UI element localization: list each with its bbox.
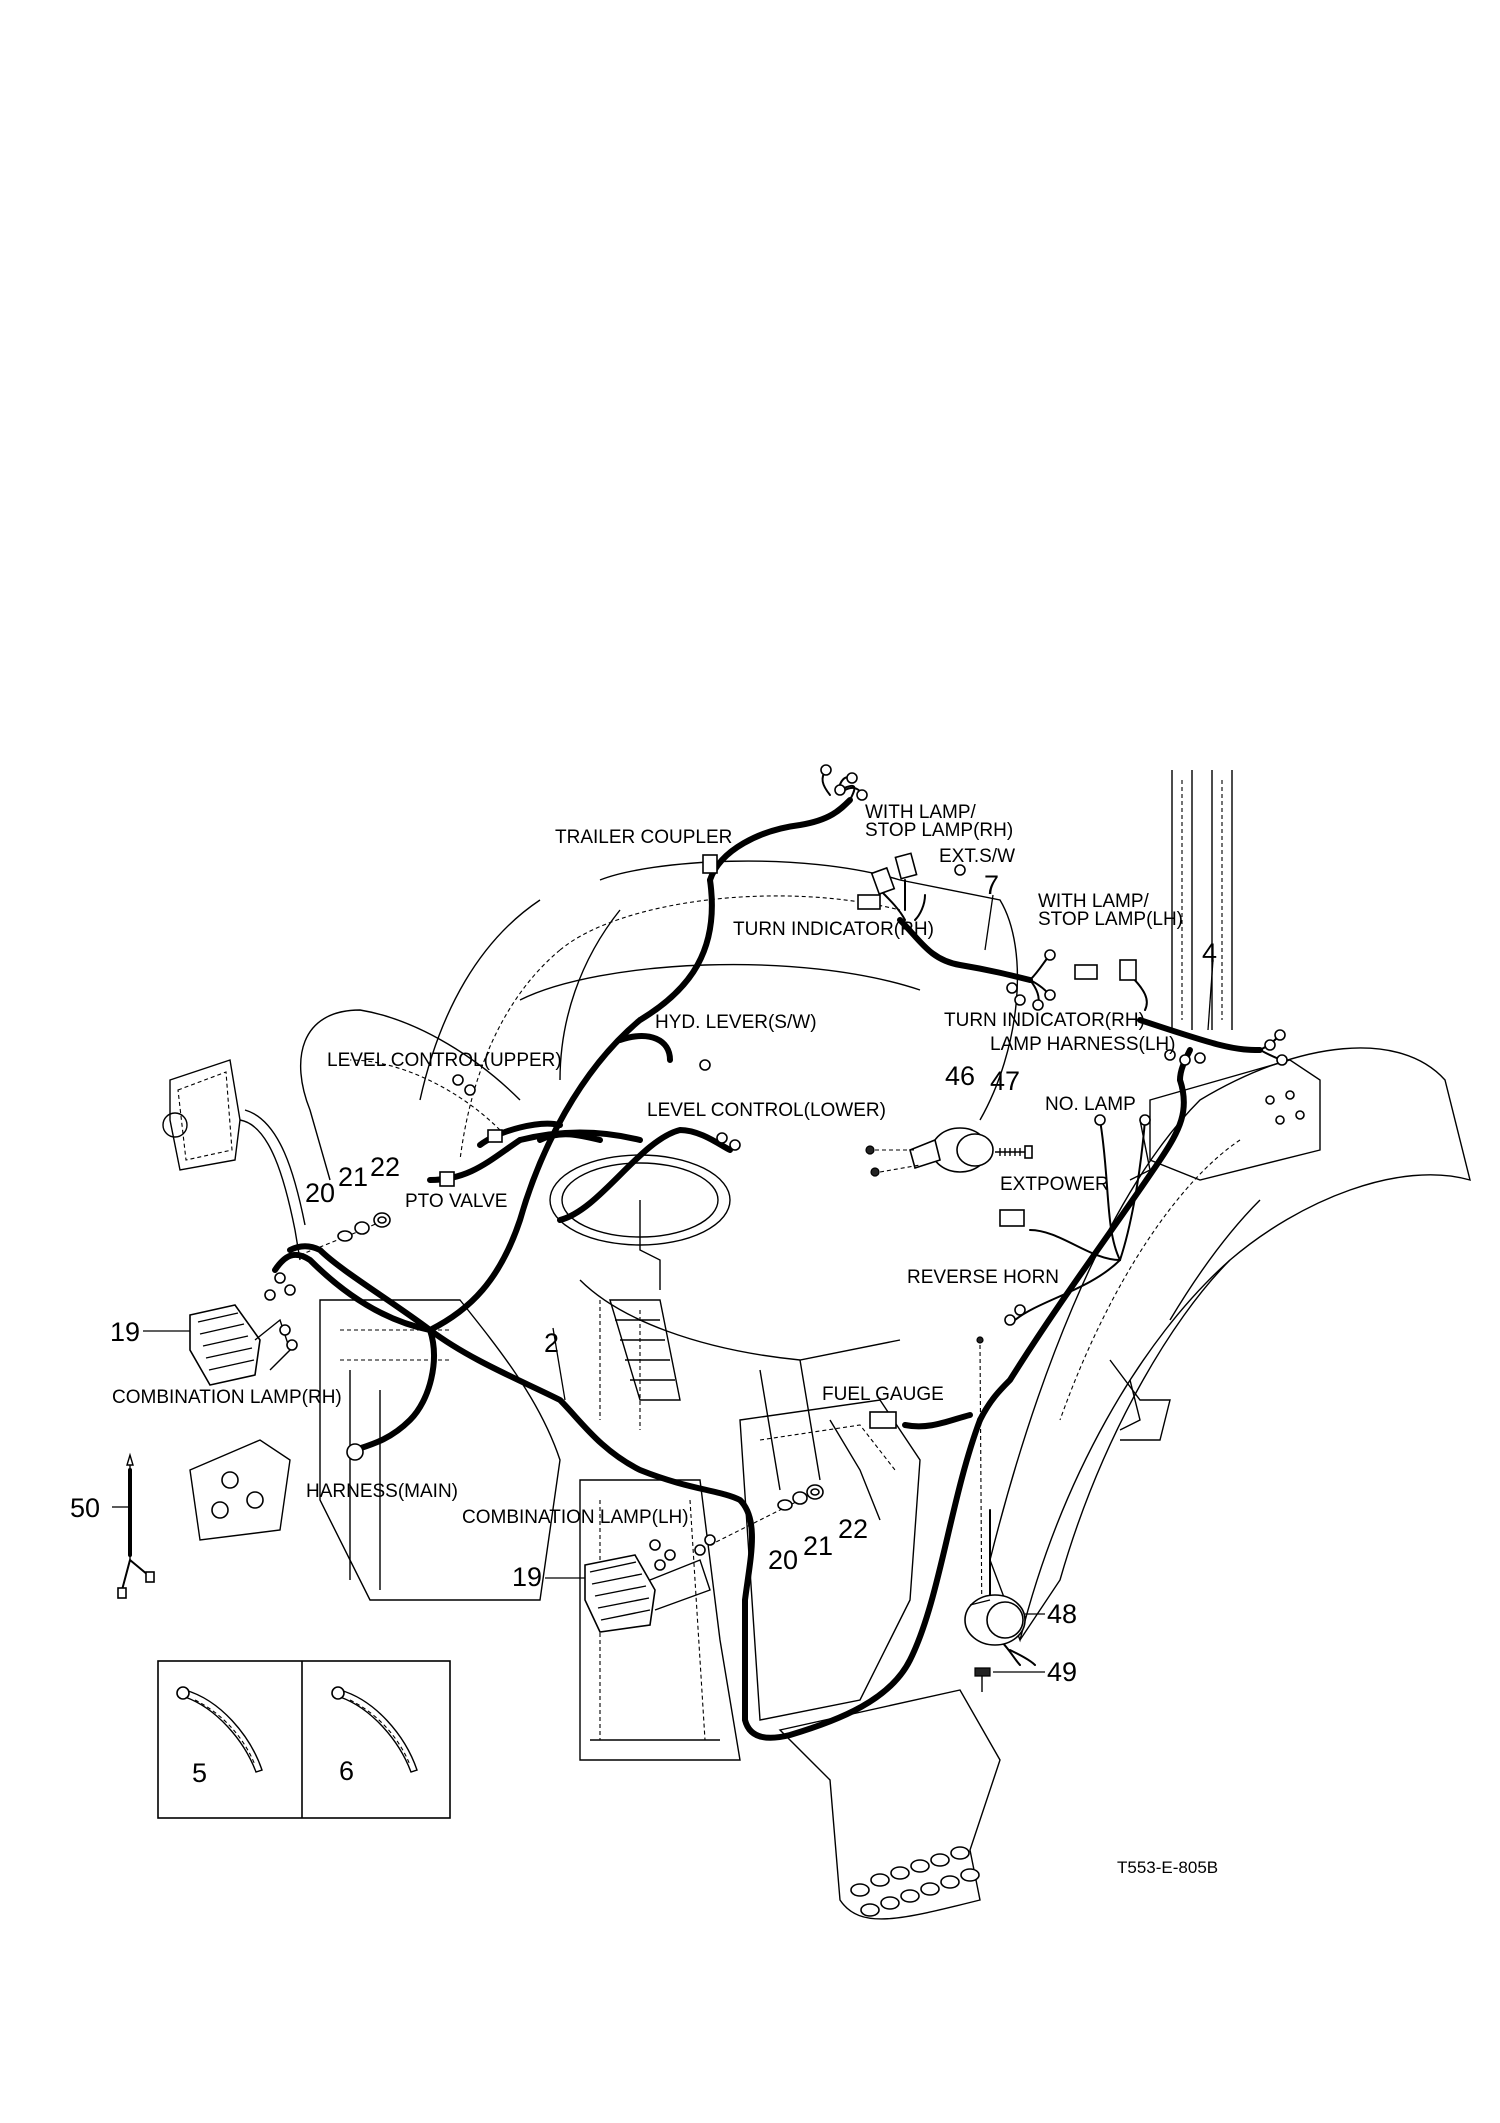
label-combination-lamp-rh: COMBINATION LAMP(RH) xyxy=(112,1387,342,1408)
tractor-body-outline xyxy=(162,770,1471,1920)
label-fuel-gauge: FUEL GAUGE xyxy=(822,1384,944,1405)
main-harness xyxy=(272,797,1263,1741)
callout-labels: TRAILER COUPLER WITH LAMP/ STOP LAMP(RH)… xyxy=(112,802,1183,1528)
label-reverse-horn: REVERSE HORN xyxy=(907,1267,1059,1288)
label-turn-indicator-rh-lower: TURN INDICATOR(RH) xyxy=(944,1010,1145,1031)
clamp-5 xyxy=(184,1689,263,1773)
part-number-4: 4 xyxy=(1202,938,1217,968)
extpower-connector xyxy=(999,1209,1025,1227)
bolt-49-part xyxy=(974,1667,991,1692)
part-number-19-rh: 19 xyxy=(110,1317,140,1347)
washers-group-left xyxy=(299,1212,391,1256)
cable-tie-50-part xyxy=(117,1452,155,1599)
label-turn-indicator-rh-upper: TURN INDICATOR(RH) xyxy=(733,919,934,940)
part-number-5: 5 xyxy=(192,1758,207,1788)
label-lamp-harness-lh: LAMP HARNESS(LH) xyxy=(990,1034,1175,1055)
connectors xyxy=(264,764,1288,1571)
leader-lines xyxy=(112,894,1214,1673)
label-harness-main: HARNESS(MAIN) xyxy=(306,1481,458,1502)
label-with-lamp-lh-line2: STOP LAMP(LH) xyxy=(1038,909,1183,930)
label-no-lamp: NO. LAMP xyxy=(1045,1094,1136,1115)
part-number-21-upper: 21 xyxy=(338,1162,368,1192)
clamp-6 xyxy=(339,1689,418,1773)
step-holes xyxy=(850,1846,980,1917)
label-with-lamp-rh-line1: WITH LAMP/ xyxy=(865,802,977,823)
part-number-46: 46 xyxy=(945,1061,975,1091)
label-pto-valve: PTO VALVE xyxy=(405,1191,507,1212)
label-level-control-lower: LEVEL CONTROL(LOWER) xyxy=(647,1100,886,1121)
part-number-2: 2 xyxy=(544,1328,559,1358)
label-with-lamp-rh-line2: STOP LAMP(RH) xyxy=(865,820,1013,841)
label-level-control-upper: LEVEL CONTROL(UPPER) xyxy=(327,1050,562,1071)
fuel-gauge-connector xyxy=(869,1411,897,1429)
part-number-20-upper: 20 xyxy=(305,1178,335,1208)
inset-box xyxy=(157,1660,451,1819)
part-number-6: 6 xyxy=(339,1756,354,1786)
label-ext-sw: EXT.S/W xyxy=(939,846,1015,867)
harness-main-connector xyxy=(346,1443,364,1461)
label-trailer-coupler: TRAILER COUPLER xyxy=(555,827,732,848)
part-number-20-lower: 20 xyxy=(768,1545,798,1575)
switch-46-part xyxy=(865,1127,994,1177)
label-hyd-lever: HYD. LEVER(S/W) xyxy=(655,1012,817,1033)
part-number-19-lh: 19 xyxy=(512,1562,542,1592)
combination-lamp-lh-part xyxy=(584,1554,711,1633)
part-number-7: 7 xyxy=(984,870,999,900)
part-number-22-upper: 22 xyxy=(370,1152,400,1182)
part-number-49: 49 xyxy=(1047,1657,1077,1687)
part-number-47: 47 xyxy=(990,1066,1020,1096)
screw-47-part xyxy=(995,1145,1033,1159)
side-mirror xyxy=(162,1059,306,1261)
seat-bolt-holes xyxy=(1265,1090,1305,1125)
label-extpower: EXTPOWER xyxy=(1000,1174,1109,1195)
part-number-22-lower: 22 xyxy=(838,1514,868,1544)
part-number-50: 50 xyxy=(70,1493,100,1523)
combination-lamp-rh-part xyxy=(189,1304,298,1386)
ext-sw-connector xyxy=(954,864,966,876)
washers-group-lower xyxy=(709,1484,824,1546)
drawing-code: T553-E-805B xyxy=(1117,1858,1218,1877)
trailer-coupler-plug xyxy=(702,854,718,874)
label-with-lamp-lh-line1: WITH LAMP/ xyxy=(1038,891,1150,912)
horn-48-part xyxy=(964,1336,1026,1646)
label-combination-lamp-lh: COMBINATION LAMP(LH) xyxy=(462,1507,689,1528)
part-number-21-lower: 21 xyxy=(803,1531,833,1561)
part-number-48: 48 xyxy=(1047,1599,1077,1629)
part-numbers: 2 4 5 6 7 19 19 20 21 22 20 21 22 46 47 … xyxy=(70,870,1217,1788)
